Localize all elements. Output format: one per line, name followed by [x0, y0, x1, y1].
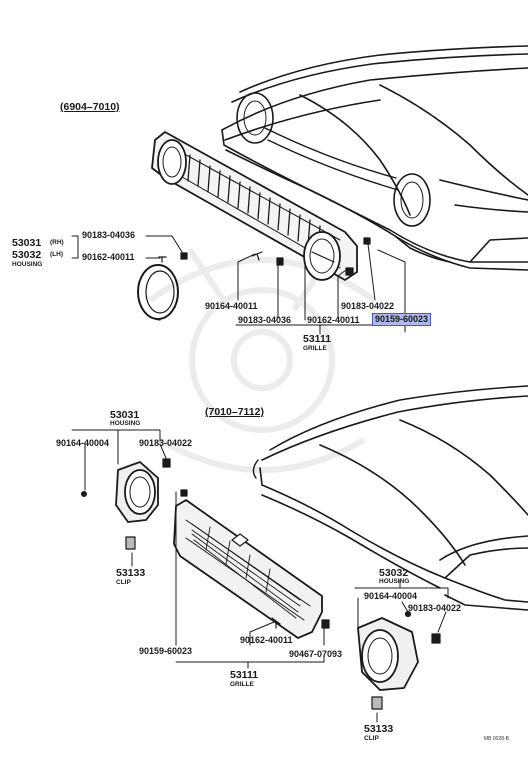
housing-label-top: HOUSING — [12, 261, 43, 268]
part-90164-40004-right[interactable]: 90164-40004 — [364, 591, 418, 601]
period-label-bottom: (7010–7112) — [205, 406, 264, 418]
housing-label-bottom-left: HOUSING — [110, 420, 141, 427]
part-90183-04036-top[interactable]: 90183-04036 — [82, 230, 136, 240]
part-90162-40011-bottom[interactable]: 90162-40011 — [240, 635, 293, 645]
grille-label-bottom: GRILLE — [230, 681, 254, 688]
body-headlight-left — [236, 92, 274, 144]
body-headlight-right-inner — [400, 181, 424, 219]
housing-ring-top — [137, 264, 179, 321]
grille-bottom-mesh — [191, 523, 301, 619]
fasteners-top — [158, 237, 371, 276]
part-90183-04022-top[interactable]: 90183-04022 — [341, 301, 395, 311]
grille-label-top: GRILLE — [303, 345, 327, 352]
grille-top-fins — [177, 149, 321, 253]
part-53133-right[interactable]: 53133 — [364, 723, 394, 735]
leader-lines-top — [71, 235, 406, 335]
grille-bottom — [173, 499, 323, 639]
car-body-top — [221, 45, 528, 271]
body-headlight-right — [393, 173, 431, 227]
housing-left-bottom — [81, 458, 171, 550]
part-53111-bottom[interactable]: 53111 — [230, 669, 259, 681]
rh-label: (RH) — [50, 239, 64, 246]
part-90164-40011[interactable]: 90164-40011 — [205, 301, 258, 311]
lh-label: (LH) — [50, 251, 63, 258]
clip-label-left: CLIP — [116, 579, 131, 586]
part-90467-07093[interactable]: 90467-07093 — [289, 649, 343, 659]
part-90159-60023-highlighted[interactable]: 90159-60023 — [372, 313, 432, 326]
part-90183-04036-mid[interactable]: 90183-04036 — [238, 315, 292, 325]
diagram-code: MB 0028-B — [484, 736, 510, 742]
part-53031-label: 53031 — [12, 237, 42, 249]
part-90183-04022-right[interactable]: 90183-04022 — [408, 603, 462, 613]
leader-lines-bottom — [71, 429, 449, 723]
part-53133-left[interactable]: 53133 — [116, 567, 146, 579]
housing-right-bottom — [357, 617, 441, 710]
grille-top-assembly — [151, 131, 358, 281]
part-90162-40011-mid[interactable]: 90162-40011 — [307, 315, 360, 325]
part-53031-bottom[interactable]: 53031 — [110, 409, 140, 421]
part-90183-04022-left[interactable]: 90183-04022 — [139, 438, 193, 448]
watermark-emblem — [148, 248, 376, 473]
part-53111-top[interactable]: 53111 — [303, 333, 332, 345]
part-90162-40011-top[interactable]: 90162-40011 — [82, 252, 135, 262]
part-90164-40004-left[interactable]: 90164-40004 — [56, 438, 110, 448]
body-headlight-left-inner — [243, 100, 267, 136]
part-53032-label: 53032 — [12, 249, 42, 261]
housing-label-bottom-right: HOUSING — [379, 578, 410, 585]
period-label-top: (6904–7010) — [60, 101, 120, 113]
part-53032-bottom[interactable]: 53032 — [379, 567, 409, 579]
clip-label-right: CLIP — [364, 735, 379, 742]
part-90159-60023-bottom[interactable]: 90159-60023 — [139, 646, 193, 656]
car-body-bottom — [259, 385, 528, 611]
